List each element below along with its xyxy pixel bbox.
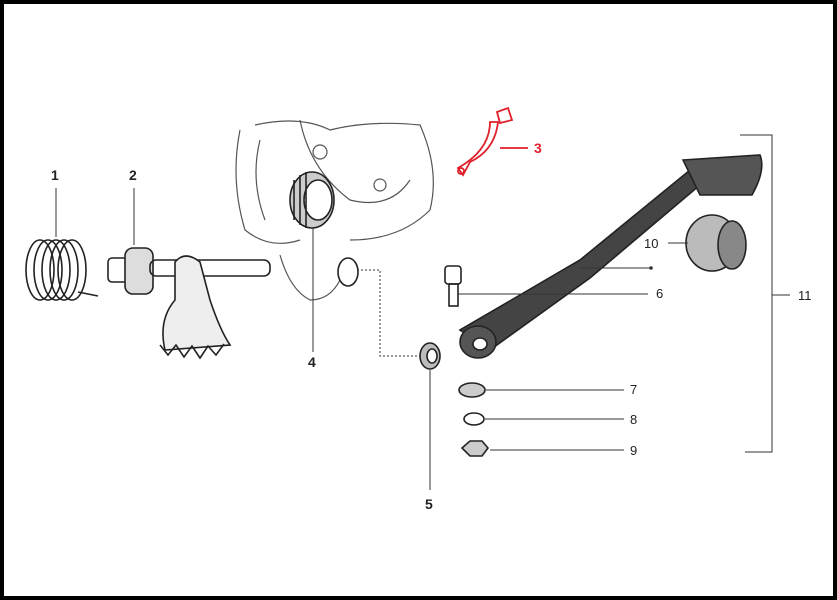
callout-11: 11 (798, 288, 812, 303)
washer-part-7 (458, 382, 486, 398)
callout-2: 2 (129, 167, 137, 183)
bushing-part-5 (419, 342, 441, 370)
callout-5: 5 (425, 496, 433, 512)
gear-lever-link-part-3 (456, 106, 528, 177)
bolt-part-6 (444, 265, 462, 307)
engine-case (235, 119, 434, 301)
shaft-part-2 (107, 247, 271, 360)
callout-8: 8 (630, 412, 638, 427)
nut-part-9 (460, 440, 490, 457)
callout-4: 4 (308, 354, 316, 370)
callout-1: 1 (51, 167, 59, 183)
callout-9: 9 (630, 443, 638, 458)
gear-lever-part-11 (458, 154, 763, 359)
spring-part-1 (25, 239, 99, 301)
callout-10: 10 (644, 236, 659, 251)
callout-7: 7 (630, 382, 638, 397)
rubber-grip-part-10 (685, 214, 747, 272)
bearing-part-4 (289, 171, 335, 229)
callout-3: 3 (534, 140, 542, 156)
spring-washer-part-8 (463, 412, 485, 426)
callout-6: 6 (656, 286, 664, 301)
